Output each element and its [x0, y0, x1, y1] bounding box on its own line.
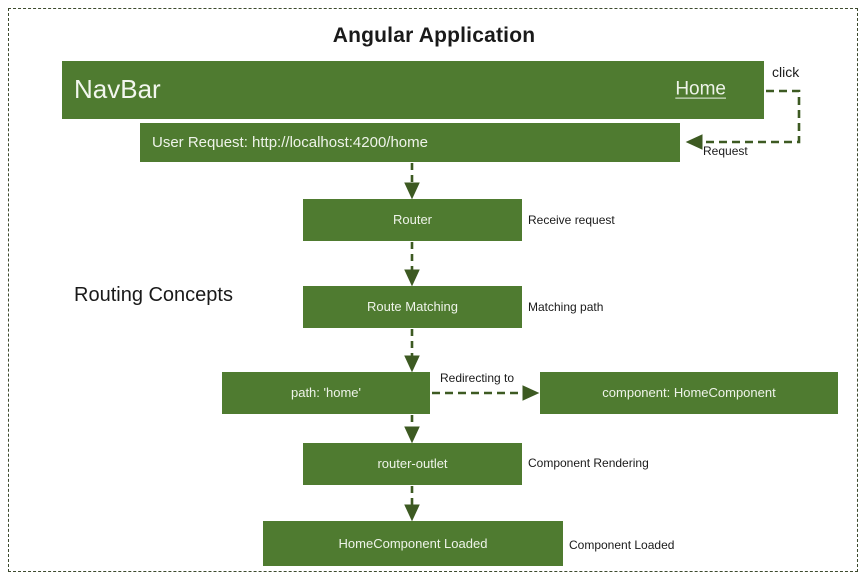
component-home-box: component: HomeComponent — [540, 372, 838, 414]
annotation-request: Request — [703, 144, 748, 158]
annotation-redirecting-to: Redirecting to — [440, 371, 515, 385]
path-home-box: path: 'home' — [222, 372, 430, 414]
annotation-click: click — [772, 64, 800, 80]
home-loaded-label: HomeComponent Loaded — [338, 535, 488, 551]
annotation-receive-request: Receive request — [528, 213, 615, 227]
navbar-box: NavBar Home — [62, 61, 764, 119]
user-request-box: User Request: http://localhost:4200/home — [140, 123, 680, 162]
annotation-matching-path: Matching path — [528, 300, 604, 314]
annotation-component-loaded: Component Loaded — [569, 538, 675, 552]
user-request-label: User Request: http://localhost:4200/home — [152, 133, 428, 151]
component-home-label: component: HomeComponent — [602, 385, 776, 401]
navbar-title: NavBar — [74, 74, 161, 105]
router-outlet-box: router-outlet — [303, 443, 522, 485]
route-matching-label: Route Matching — [366, 299, 459, 315]
section-label-routing-concepts: Routing Concepts — [74, 284, 233, 306]
path-home-label: path: 'home' — [290, 385, 361, 401]
navbar-home-link[interactable]: Home — [675, 78, 726, 100]
home-loaded-box: HomeComponent Loaded — [263, 521, 563, 566]
outer-dashed-frame — [8, 8, 858, 572]
annotation-component-rendering: Component Rendering — [528, 456, 649, 470]
router-outlet-label: router-outlet — [377, 456, 448, 472]
page-title: Angular Application — [332, 24, 536, 47]
router-box: Router — [303, 199, 522, 241]
route-matching-box: Route Matching — [303, 286, 522, 328]
router-label: Router — [392, 212, 433, 228]
